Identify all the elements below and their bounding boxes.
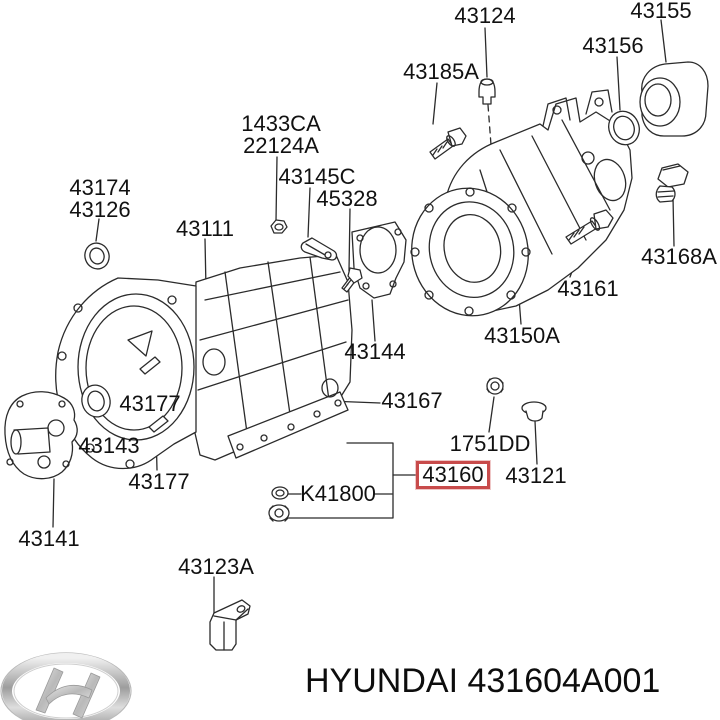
drawing-seal-43126 [84, 242, 110, 270]
drawing-washer-K41800 [271, 486, 289, 500]
part-label-43141: 43141 [18, 526, 80, 551]
part-label-43121: 43121 [505, 463, 567, 488]
part-label-43124: 43124 [454, 3, 516, 28]
part-label-43174: 43174 [69, 175, 131, 200]
part-label-43156: 43156 [582, 33, 644, 58]
drawing-pin-43177-lower [148, 415, 169, 433]
drawing-gasket-43144 [351, 221, 407, 299]
drawing-oil-pump-43141 [4, 391, 78, 480]
part-label-K41800: K41800 [300, 481, 376, 506]
part-label-43126: 43126 [69, 197, 131, 222]
hyundai-logo [0, 652, 132, 720]
callout-bracket-43160 [287, 442, 417, 519]
part-label-43150A: 43150A [484, 323, 560, 348]
drawing-ext-housing-43150A [410, 89, 633, 317]
drawing-bolt-43185A [429, 127, 467, 160]
drawing-plug-43121 [521, 401, 547, 422]
drawing-pin-43177-upper [139, 356, 161, 375]
part-label-43177-lower: 43177 [128, 469, 190, 494]
part-label-43155: 43155 [630, 0, 692, 23]
part-label-1751DD: 1751DD [449, 431, 531, 456]
part-label-43144: 43144 [344, 339, 406, 364]
drawing-bushing-43155 [639, 61, 709, 137]
part-label-43143: 43143 [78, 433, 140, 458]
drawing-poppet-43124 [478, 78, 496, 105]
part-label-43145C: 43145C [278, 164, 356, 189]
part-label-1433CA: 1433CA [241, 111, 321, 136]
drawing-nut-K41800 [268, 504, 290, 522]
part-highlight-box-43160: 43160 [416, 461, 490, 489]
drawing-seal-43143 [81, 384, 111, 418]
part-label-43161: 43161 [557, 276, 619, 301]
drawing-nut-1751DD [486, 377, 504, 395]
part-label-43168A: 43168A [641, 244, 717, 269]
part-label-43160: 43160 [422, 462, 484, 487]
part-label-43123A: 43123A [178, 554, 254, 579]
drawing-bracket-43123A [209, 599, 251, 651]
drawing-clip-43145C [300, 237, 338, 261]
part-label-22124A: 22124A [243, 133, 319, 158]
drawing-bolt-45328 [341, 267, 363, 293]
part-label-43185A: 43185A [403, 59, 479, 84]
drawing-plug-43168A [655, 163, 689, 203]
brand-part-number-text: HYUNDAI 431604A001 [305, 662, 661, 700]
drawing-bolt-43161 [565, 209, 614, 245]
drawing-ring-43156 [608, 110, 640, 146]
part-label-45328: 45328 [316, 186, 378, 211]
part-label-43177-upper: 43177 [119, 391, 181, 416]
drawing-nut-1433CA [270, 219, 288, 234]
part-label-43167: 43167 [381, 388, 443, 413]
part-label-43111: 43111 [176, 216, 234, 241]
